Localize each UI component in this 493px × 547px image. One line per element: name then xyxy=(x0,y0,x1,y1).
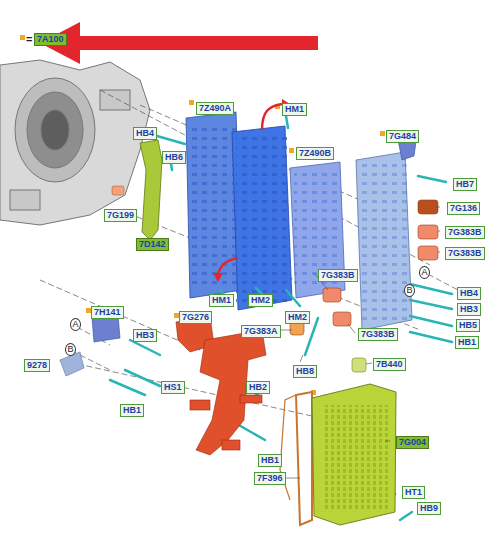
callout-number: 7H141 xyxy=(91,306,124,319)
callout-number: HM1 xyxy=(282,103,307,116)
callout-number: 7G383B xyxy=(445,226,485,239)
callout-number: 7G383A xyxy=(241,325,281,338)
reference-circle: B xyxy=(65,343,76,356)
callout-number: HM2 xyxy=(285,311,310,324)
callout-number: HT1 xyxy=(402,486,425,499)
callout-number: HB9 xyxy=(417,502,441,515)
reference-circle: A xyxy=(419,266,430,279)
callout-number: 7Z490A xyxy=(196,102,234,115)
callout-number: HB1 xyxy=(455,336,479,349)
callout-number: HB5 xyxy=(456,319,480,332)
callout-number: HB4 xyxy=(133,127,157,140)
callout-number: 7G383B xyxy=(445,247,485,260)
callout-number: 7G136 xyxy=(447,202,480,215)
callout-number: HB6 xyxy=(162,151,186,164)
callout-number: 7G383B xyxy=(318,269,358,282)
callout-number: HS1 xyxy=(161,381,185,394)
callout-number: HB1 xyxy=(120,404,144,417)
callout-number: 7B440 xyxy=(373,358,406,371)
callout-number: 7A100 xyxy=(34,33,67,46)
callout-number: HB7 xyxy=(453,178,477,191)
callout-number: HB4 xyxy=(457,287,481,300)
callout-number: HB2 xyxy=(246,381,270,394)
callout-number: HB1 xyxy=(258,454,282,467)
reference-circle: B xyxy=(404,284,415,297)
callout-number: HB3 xyxy=(133,329,157,342)
callout-number: 7G276 xyxy=(179,311,212,324)
callout-number: 7D142 xyxy=(136,238,169,251)
callout-number: 7G004 xyxy=(396,436,429,449)
callout-number: 7Z490B xyxy=(296,147,334,160)
callout-number: HM1 xyxy=(209,294,234,307)
callout-number: HB8 xyxy=(293,365,317,378)
callout-number: HM2 xyxy=(248,294,273,307)
callout-number: 7G484 xyxy=(386,130,419,143)
callout-number: 7G199 xyxy=(104,209,137,222)
callout-number: HB3 xyxy=(457,303,481,316)
callout-number: 7F396 xyxy=(254,472,286,485)
callout-number: = xyxy=(26,34,32,45)
callout-number: 9278 xyxy=(24,359,50,372)
reference-circle: A xyxy=(70,318,81,331)
callout-number: 7G383B xyxy=(358,328,398,341)
